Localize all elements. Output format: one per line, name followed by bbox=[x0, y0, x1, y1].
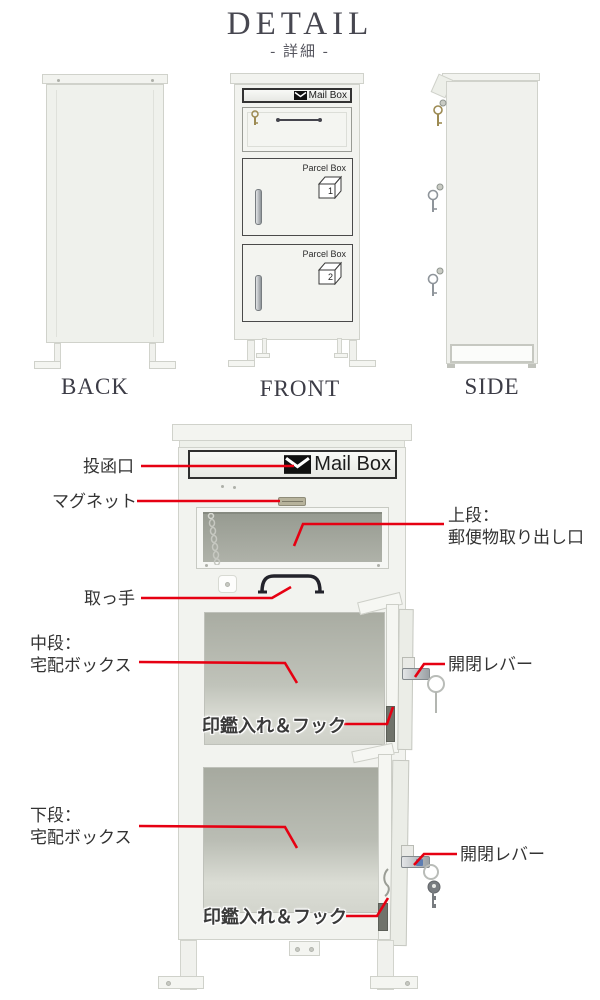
screw-dot bbox=[377, 564, 380, 567]
front-lever-1 bbox=[255, 189, 262, 225]
line-lever-btm bbox=[413, 852, 457, 866]
back-seam-right bbox=[153, 90, 154, 337]
front-foot-right bbox=[349, 360, 376, 367]
key-icon bbox=[251, 110, 259, 125]
label-stamp-btm: 印鑑入れ＆フック bbox=[203, 907, 347, 927]
front-drawer-panel bbox=[247, 112, 347, 147]
screw-dot bbox=[205, 564, 208, 567]
label-magnet: マグネット bbox=[52, 492, 137, 511]
label-upper-line2: 郵便物取り出し口 bbox=[448, 528, 584, 547]
label-upper: 上段： 郵便物取り出し口 bbox=[448, 505, 584, 549]
front-foot-left bbox=[228, 360, 255, 367]
drawer-handle bbox=[258, 574, 324, 594]
foot-hole bbox=[166, 981, 171, 986]
front-back-foot bbox=[256, 353, 270, 358]
screw-dot bbox=[233, 486, 236, 489]
back-body bbox=[46, 84, 164, 343]
magnet-marking bbox=[282, 501, 303, 502]
front-parcel-door-2: Parcel Box 2 bbox=[242, 244, 353, 322]
front-drawer-handle-end bbox=[318, 118, 322, 122]
back-foot-right bbox=[149, 361, 176, 369]
front-lever-2 bbox=[255, 275, 262, 311]
detail-mailbox-label: Mail Box bbox=[314, 453, 391, 475]
label-middle: 中段： 宅配ボックス bbox=[30, 633, 132, 677]
side-foot bbox=[528, 364, 536, 368]
key-ring bbox=[427, 675, 445, 713]
back-screw bbox=[57, 79, 60, 82]
detail-back-foot bbox=[289, 941, 320, 956]
label-handle: 取っ手 bbox=[84, 589, 135, 608]
page-title: DETAIL bbox=[226, 6, 374, 42]
side-base-cutout bbox=[450, 344, 534, 363]
knob-hole bbox=[225, 582, 230, 587]
front-drawer bbox=[242, 107, 352, 152]
line-stamp-btm bbox=[346, 897, 390, 918]
door-chain bbox=[207, 513, 221, 565]
foot-hole bbox=[309, 947, 314, 952]
side-body bbox=[446, 81, 538, 364]
upper-compartment-interior bbox=[203, 512, 382, 562]
parcel-cube-icon bbox=[317, 261, 343, 285]
front-top-cap bbox=[230, 73, 364, 84]
back-seam-left bbox=[56, 90, 57, 337]
label-upper-line1: 上段： bbox=[448, 506, 499, 525]
label-middle-line1: 中段： bbox=[30, 634, 81, 653]
parcel-box-label: Parcel Box bbox=[302, 163, 346, 173]
page-subtitle: - 詳細 - bbox=[270, 44, 330, 60]
front-drawer-handle-end bbox=[276, 118, 280, 122]
bottom-stamp-hook bbox=[378, 903, 388, 931]
line-handle bbox=[141, 585, 292, 600]
parcel-cube-icon bbox=[317, 175, 343, 199]
side-view-label: SIDE bbox=[464, 374, 520, 399]
line-lower bbox=[138, 824, 299, 849]
label-slot: 投函口 bbox=[83, 457, 134, 476]
label-lower-line2: 宅配ボックス bbox=[30, 828, 132, 847]
parcel-number: 2 bbox=[327, 272, 333, 282]
front-back-foot bbox=[334, 353, 348, 358]
bottom-hook bbox=[383, 868, 390, 897]
front-mailbox-label: Mail Box bbox=[308, 90, 347, 101]
label-stamp-mid: 印鑑入れ＆フック bbox=[202, 716, 346, 736]
hanging-keys bbox=[423, 864, 441, 908]
parcel-number: 1 bbox=[327, 186, 333, 196]
front-parcel-door-1: Parcel Box 1 bbox=[242, 158, 353, 236]
front-drawer-handle bbox=[279, 119, 319, 121]
label-lever-btm: 開閉レバー bbox=[460, 845, 545, 864]
line-middle bbox=[138, 660, 299, 684]
key-icon bbox=[427, 183, 444, 212]
back-foot-left bbox=[34, 361, 61, 369]
label-lever-mid: 開閉レバー bbox=[448, 655, 533, 674]
label-lower: 下段： 宅配ボックス bbox=[30, 805, 132, 849]
back-top-cap bbox=[42, 74, 168, 84]
key-icon bbox=[433, 99, 447, 126]
detail-mail-slot: Mail Box bbox=[188, 450, 397, 479]
screw-dot bbox=[221, 485, 224, 488]
detail-foot-right bbox=[370, 976, 418, 989]
front-view-label: FRONT bbox=[259, 376, 341, 401]
line-lever-mid bbox=[413, 662, 445, 678]
line-upper bbox=[292, 522, 444, 547]
front-mail-slot: Mail Box bbox=[242, 88, 352, 103]
parcel-box-label: Parcel Box bbox=[302, 249, 346, 259]
envelope-icon bbox=[284, 455, 312, 474]
line-stamp-mid bbox=[344, 706, 395, 726]
key-icon bbox=[427, 267, 444, 296]
drawer-knob bbox=[218, 575, 237, 593]
label-middle-line2: 宅配ボックス bbox=[30, 656, 132, 675]
foot-hole bbox=[295, 947, 300, 952]
label-lower-line1: 下段： bbox=[30, 806, 81, 825]
foot-hole bbox=[405, 981, 410, 986]
detail-top-cap bbox=[172, 424, 412, 441]
detail-foot-left bbox=[158, 976, 204, 989]
back-screw bbox=[151, 79, 154, 82]
back-view-label: BACK bbox=[61, 374, 129, 399]
detail-cap-underside bbox=[179, 441, 405, 447]
envelope-icon bbox=[293, 91, 307, 100]
side-foot bbox=[447, 364, 455, 368]
lever-blue-band bbox=[416, 859, 423, 866]
